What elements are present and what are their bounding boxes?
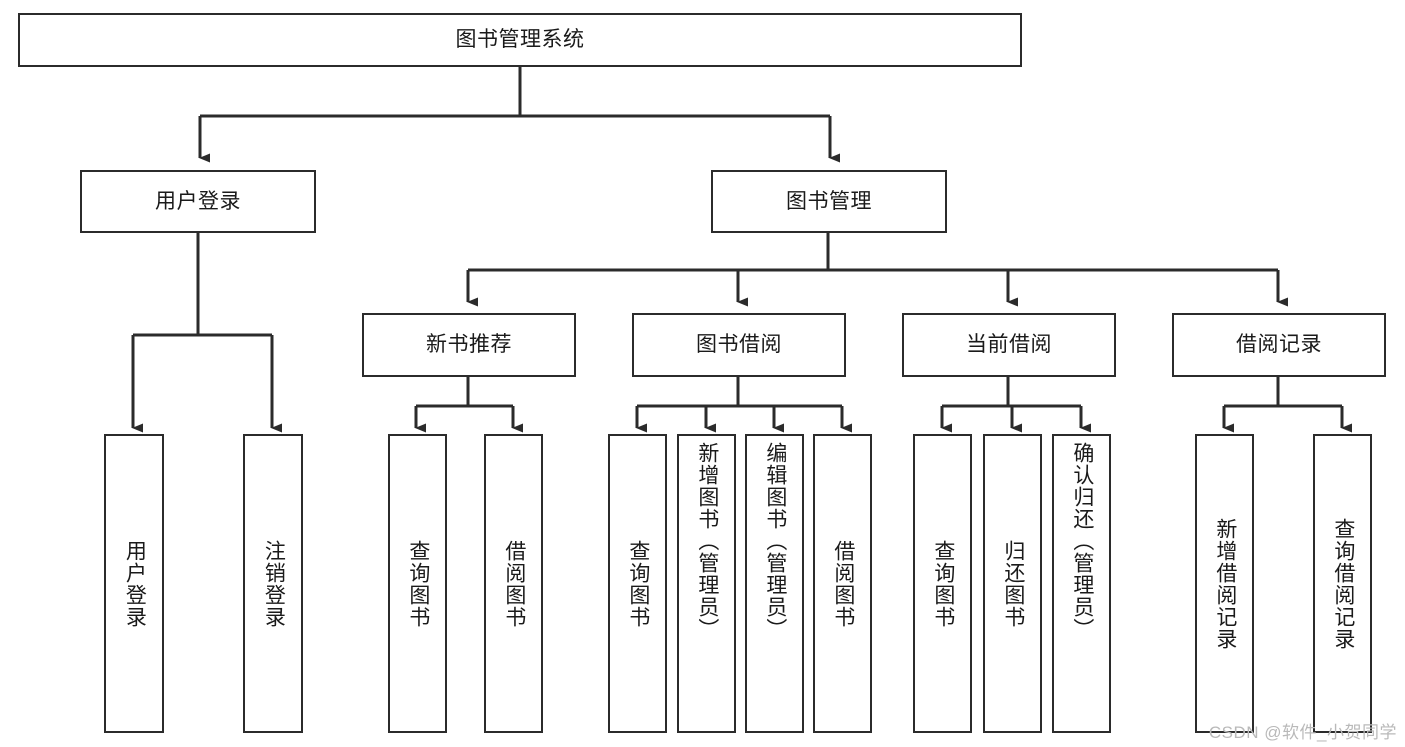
node-label: 注销登录	[262, 539, 286, 628]
node-leaf-confirm-return-admin[interactable]: 确认归还（管理员）	[1052, 434, 1111, 733]
node-label: 编辑图书（管理员）	[763, 442, 787, 640]
node-leaf-borrow-book-new[interactable]: 借阅图书	[484, 434, 543, 733]
node-label: 归还图书	[1001, 539, 1025, 628]
node-label: 图书管理系统	[455, 28, 585, 52]
node-leaf-add-borrow-record[interactable]: 新增借阅记录	[1195, 434, 1254, 733]
node-book-management[interactable]: 图书管理	[711, 170, 947, 233]
node-label: 查询图书	[626, 539, 650, 628]
node-label: 查询借阅记录	[1331, 517, 1355, 650]
node-borrow-record[interactable]: 借阅记录	[1172, 313, 1386, 377]
node-leaf-query-book-new[interactable]: 查询图书	[388, 434, 447, 733]
node-label: 借阅图书	[831, 539, 855, 628]
node-leaf-return-book[interactable]: 归还图书	[983, 434, 1042, 733]
node-current-borrow[interactable]: 当前借阅	[902, 313, 1116, 377]
node-leaf-query-book-current[interactable]: 查询图书	[913, 434, 972, 733]
node-label: 查询图书	[931, 539, 955, 628]
node-label: 图书管理	[786, 189, 872, 213]
node-label: 用户登录	[123, 539, 147, 628]
node-label: 确认归还（管理员）	[1070, 442, 1094, 640]
node-label: 借阅记录	[1236, 333, 1322, 357]
node-label: 查询图书	[406, 539, 430, 628]
node-leaf-borrow-book-borrow[interactable]: 借阅图书	[813, 434, 872, 733]
node-label: 新增借阅记录	[1213, 517, 1237, 650]
node-new-book-recommend[interactable]: 新书推荐	[362, 313, 576, 377]
node-label: 图书借阅	[696, 333, 782, 357]
node-label: 新增图书（管理员）	[695, 442, 719, 640]
node-label: 当前借阅	[966, 333, 1052, 357]
node-user-login[interactable]: 用户登录	[80, 170, 316, 233]
node-root-book-management-system[interactable]: 图书管理系统	[18, 13, 1022, 67]
node-label: 借阅图书	[502, 539, 526, 628]
node-leaf-add-book-admin[interactable]: 新增图书（管理员）	[677, 434, 736, 733]
node-book-borrow[interactable]: 图书借阅	[632, 313, 846, 377]
watermark-text: CSDN @软件_小贺同学	[1208, 723, 1397, 742]
node-leaf-query-book-borrow[interactable]: 查询图书	[608, 434, 667, 733]
node-leaf-edit-book-admin[interactable]: 编辑图书（管理员）	[745, 434, 804, 733]
node-label: 用户登录	[155, 189, 241, 213]
node-label: 新书推荐	[426, 333, 512, 357]
node-leaf-logout-login[interactable]: 注销登录	[243, 434, 303, 733]
node-leaf-user-login[interactable]: 用户登录	[104, 434, 164, 733]
node-leaf-query-borrow-record[interactable]: 查询借阅记录	[1313, 434, 1372, 733]
